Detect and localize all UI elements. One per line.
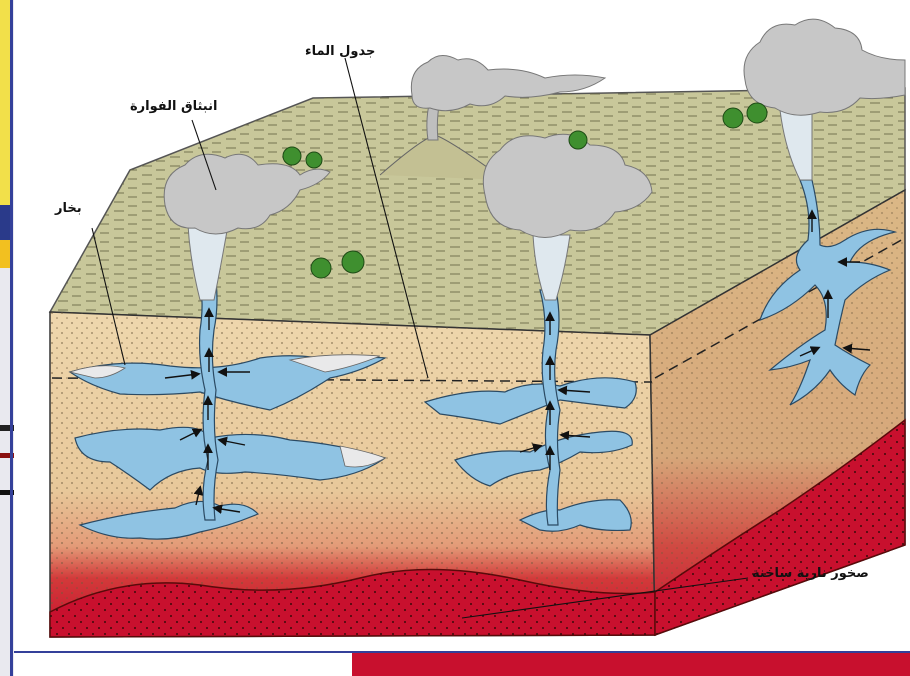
- steam-label: بخار: [55, 201, 82, 216]
- water-table-label: جدول الماء: [305, 44, 375, 59]
- edge-border: [10, 0, 13, 676]
- geyser-eruption-label: انبثاق الفوارة: [130, 99, 217, 114]
- hot-igneous-rocks-label: صخور نارية ساخنة: [752, 566, 869, 581]
- bottom-red-bar: [352, 652, 910, 676]
